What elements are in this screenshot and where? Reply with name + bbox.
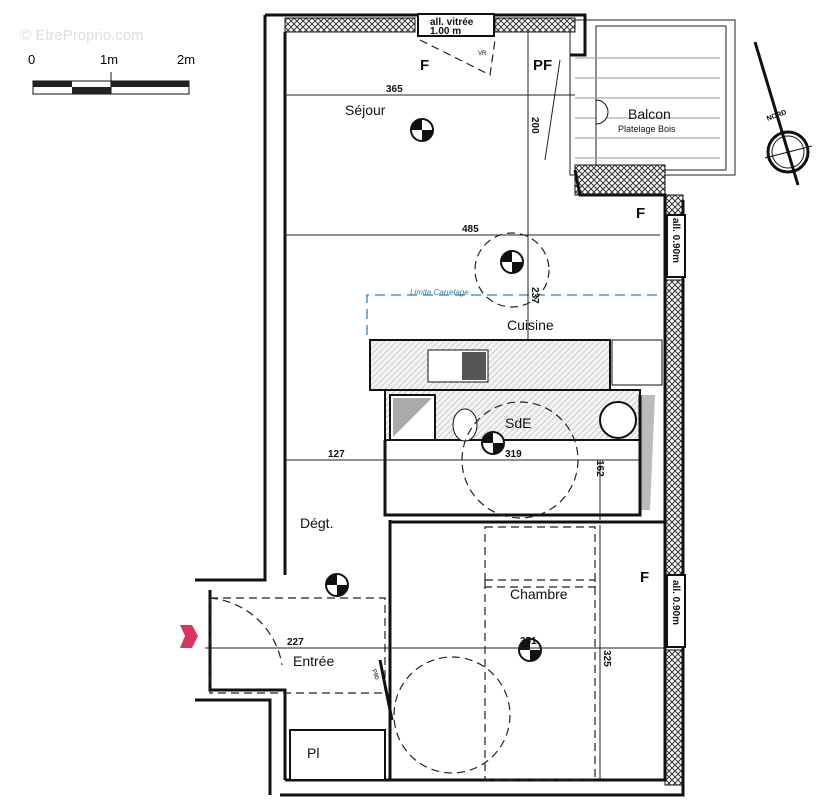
compass-label: NORD: [766, 109, 788, 123]
dimension-200: 200: [529, 117, 540, 134]
dimension-319: 319: [505, 449, 522, 460]
room-label-entree: Entrée: [293, 653, 334, 669]
window-mark-f-right: F: [636, 205, 645, 222]
room-label-chambre: Chambre: [510, 586, 568, 602]
scale-bar: 0 1m 2m: [28, 52, 195, 95]
balcony-floor-label: Platelage Bois: [618, 124, 676, 134]
window-mark-f: F: [420, 57, 429, 74]
entry: P80: [180, 597, 394, 721]
scale-label-2m: 2m: [177, 52, 195, 67]
room-label-sde: SdE: [505, 415, 531, 431]
dimension-237: 237: [529, 287, 540, 304]
room-label-degt: Dégt.: [300, 515, 333, 531]
room-label-sejour: Séjour: [345, 102, 386, 118]
north-compass: NORD: [753, 41, 813, 186]
top-window-size: 1.00 m: [430, 26, 461, 37]
exterior-walls: all. vitrée 1.00 m all. 0.90m all. 0.90m: [195, 13, 686, 797]
ceiling-light-icons: [325, 118, 542, 662]
dimension-227: 227: [287, 637, 304, 648]
dimension-351: 351: [520, 636, 537, 647]
dimension-127: 127: [328, 449, 345, 460]
right-window-label-1: all. 0.90m: [670, 218, 681, 263]
scale-label-0: 0: [28, 52, 35, 67]
window-mark-pf: PF: [533, 57, 552, 74]
top-window-label: all. vitrée: [430, 17, 474, 28]
room-label-placard: Pl: [307, 745, 319, 761]
dimension-162: 162: [594, 460, 605, 477]
dimension-365: 365: [386, 84, 403, 95]
scale-label-1m: 1m: [100, 52, 118, 67]
tile-limit-label: Limite Carrelage: [410, 288, 469, 297]
room-label-cuisine: Cuisine: [507, 317, 554, 333]
dimension-325: 325: [601, 650, 612, 667]
window-mark-f-chambre: F: [640, 569, 649, 586]
balcony: Balcon Platelage Bois: [569, 19, 736, 176]
door-label: P80: [370, 669, 380, 682]
dimension-485: 485: [462, 224, 479, 235]
entry-arrow-icon: [180, 625, 198, 648]
watermark: © EtreProprio.com: [20, 27, 144, 44]
bathroom: [383, 389, 655, 519]
vr-mark: VR: [478, 51, 487, 57]
right-window-label-2: all. 0.90m: [670, 580, 681, 625]
kitchen-counter: [369, 339, 663, 391]
room-label-balcon: Balcon: [628, 106, 671, 122]
bedroom: [289, 520, 665, 781]
